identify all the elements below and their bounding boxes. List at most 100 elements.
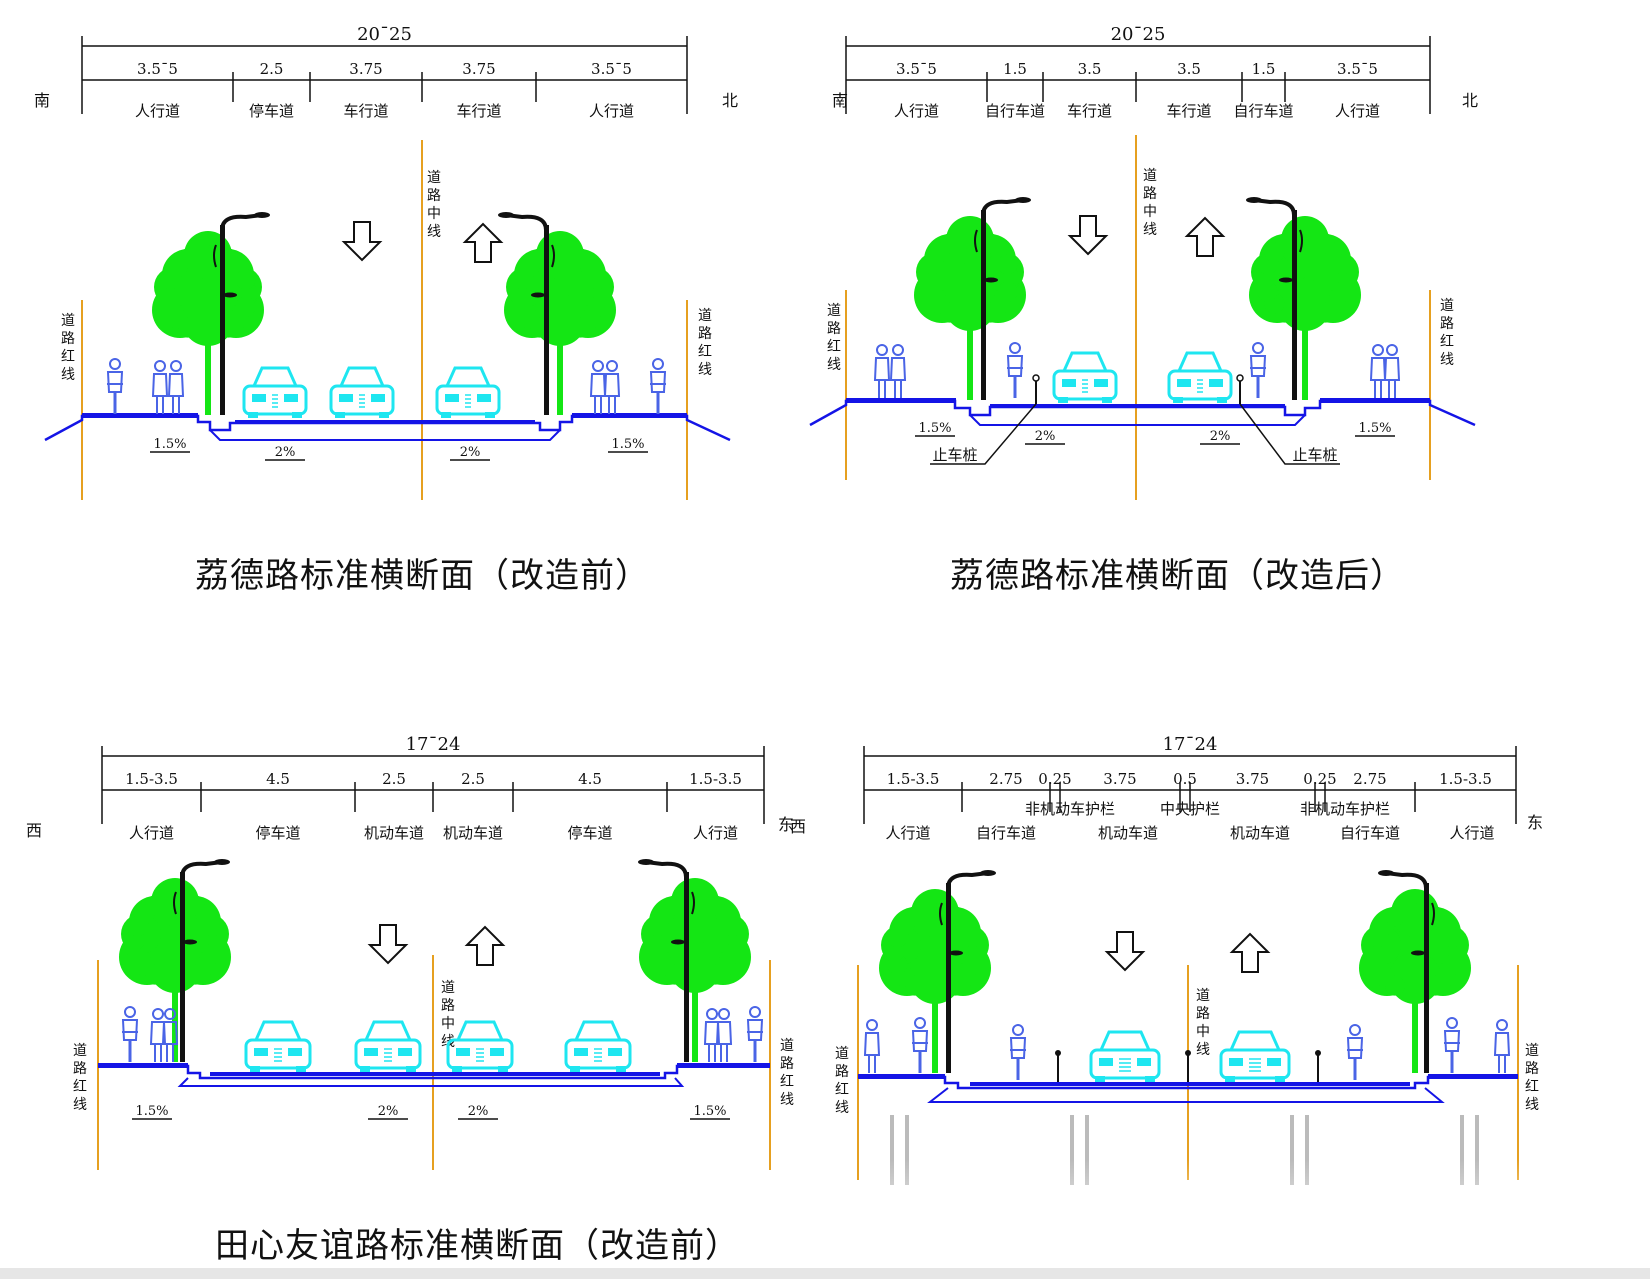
tree-icon bbox=[879, 889, 991, 1073]
svg-text:线: 线 bbox=[1440, 352, 1454, 368]
segment-width-label: 3.5¯5 bbox=[137, 60, 178, 78]
total-width-label: 20¯25 bbox=[357, 24, 412, 45]
svg-text:线: 线 bbox=[780, 1092, 794, 1108]
svg-text:道: 道 bbox=[1143, 168, 1157, 184]
total-width-label: 20¯25 bbox=[1111, 24, 1166, 45]
svg-text:道: 道 bbox=[1525, 1043, 1539, 1059]
direction-south: 南 bbox=[832, 91, 848, 110]
faded-marking bbox=[890, 1115, 894, 1185]
lane-label: 人行道 bbox=[589, 102, 634, 120]
street-lamp-icon bbox=[498, 212, 555, 415]
bollard-icon bbox=[1236, 374, 1244, 382]
total-width-label: 17¯24 bbox=[1163, 734, 1218, 755]
street-lamp-icon bbox=[213, 212, 270, 415]
lane-label: 停车道 bbox=[567, 824, 612, 842]
lane-label: 自行车道 bbox=[1340, 824, 1400, 842]
lane-label: 人行道 bbox=[885, 824, 930, 842]
segment-width-label: 2.5 bbox=[461, 770, 485, 788]
svg-text:路: 路 bbox=[827, 321, 841, 337]
svg-text:道: 道 bbox=[427, 170, 441, 186]
lane-label: 机动车道 bbox=[364, 824, 424, 842]
panel-3-caption: 田心友谊路标准横断面（改造前） bbox=[215, 1226, 740, 1266]
segment-width-label: 1.5 bbox=[1252, 60, 1276, 78]
segment-width-label: 3.75 bbox=[349, 60, 382, 78]
street-lamp-icon bbox=[939, 870, 996, 1073]
lane-label: 人行道 bbox=[894, 102, 939, 120]
street-lamp-icon bbox=[974, 197, 1031, 400]
svg-text:红: 红 bbox=[1525, 1079, 1539, 1095]
pedestrian-icon bbox=[715, 1008, 733, 1062]
arrow-up-icon bbox=[1184, 216, 1226, 257]
slope-label: 2% bbox=[460, 445, 481, 460]
lane-labels: 人行道停车道车行道车行道人行道 bbox=[135, 102, 634, 120]
road-surface bbox=[98, 1063, 770, 1087]
street-lamp-icon bbox=[1378, 870, 1435, 1073]
svg-text:路: 路 bbox=[73, 1061, 87, 1077]
barrier-label: 非机动车护栏 bbox=[1300, 800, 1390, 818]
cyclist-icon bbox=[1443, 1017, 1461, 1073]
svg-text:路: 路 bbox=[698, 326, 712, 342]
faded-marking bbox=[905, 1115, 909, 1185]
faded-marking bbox=[1305, 1115, 1309, 1185]
segment-width-label: 3.75 bbox=[462, 60, 495, 78]
svg-text:道: 道 bbox=[73, 1043, 87, 1059]
fade-overlay bbox=[870, 1160, 1650, 1279]
svg-text:道: 道 bbox=[61, 313, 75, 329]
road-surface bbox=[858, 1074, 1518, 1103]
slope-label: 1.5% bbox=[918, 421, 951, 436]
arrow-up-icon bbox=[464, 925, 506, 966]
lane-labels: 人行道自行车道车行道车行道自行车道人行道 bbox=[894, 102, 1380, 120]
pedestrian-icon bbox=[1493, 1019, 1511, 1073]
svg-text:中: 中 bbox=[1196, 1024, 1210, 1040]
car-icon bbox=[564, 1020, 632, 1072]
direction-west: 西 bbox=[790, 817, 806, 836]
tree-icon bbox=[152, 231, 264, 415]
bollard-icon bbox=[1055, 1050, 1061, 1056]
segment-width-label: 3.5 bbox=[1078, 60, 1102, 78]
slope-label: 1.5% bbox=[693, 1104, 726, 1119]
tree-icon bbox=[639, 878, 751, 1062]
svg-text:线: 线 bbox=[827, 357, 841, 373]
bollard-icon bbox=[1315, 1050, 1321, 1056]
car-icon bbox=[244, 1020, 312, 1072]
segment-width-label: 1.5 bbox=[1003, 60, 1027, 78]
direction-east: 东 bbox=[1527, 813, 1543, 832]
slope-label: 2% bbox=[1210, 429, 1231, 444]
street-lamp-icon bbox=[173, 859, 230, 1062]
lane-label: 人行道 bbox=[129, 824, 174, 842]
svg-text:红: 红 bbox=[61, 349, 75, 365]
barrier-label: 非机动车护栏 bbox=[1025, 800, 1115, 818]
pedestrian-icon bbox=[873, 344, 891, 398]
svg-text:中: 中 bbox=[1143, 204, 1157, 220]
svg-text:线: 线 bbox=[698, 362, 712, 378]
lane-label: 自行车道 bbox=[976, 824, 1036, 842]
lane-label: 车行道 bbox=[1166, 102, 1211, 120]
arrow-down-icon bbox=[367, 924, 409, 965]
cyclist-icon bbox=[1249, 342, 1267, 398]
svg-text:路: 路 bbox=[1143, 186, 1157, 202]
cyclist-icon bbox=[1346, 1024, 1364, 1080]
lane-label: 停车道 bbox=[249, 102, 294, 120]
barrier-label: 中央护栏 bbox=[1160, 800, 1220, 818]
svg-text:线: 线 bbox=[73, 1097, 87, 1113]
total-width-label: 17¯24 bbox=[406, 734, 461, 755]
svg-text:中: 中 bbox=[427, 206, 441, 222]
direction-north: 北 bbox=[722, 91, 738, 110]
pedestrian-icon bbox=[1383, 344, 1401, 398]
lane-label: 机动车道 bbox=[1098, 824, 1158, 842]
segment-width-label: 1.5-3.5 bbox=[887, 770, 940, 788]
pedestrian-icon bbox=[889, 344, 907, 398]
segment-width-label: 3.5 bbox=[1177, 60, 1201, 78]
car-icon bbox=[446, 1020, 514, 1072]
slope-label: 2% bbox=[468, 1104, 489, 1119]
car-icon bbox=[435, 366, 501, 418]
svg-text:路: 路 bbox=[427, 188, 441, 204]
segment-width-label: 2.75 bbox=[1353, 770, 1386, 788]
